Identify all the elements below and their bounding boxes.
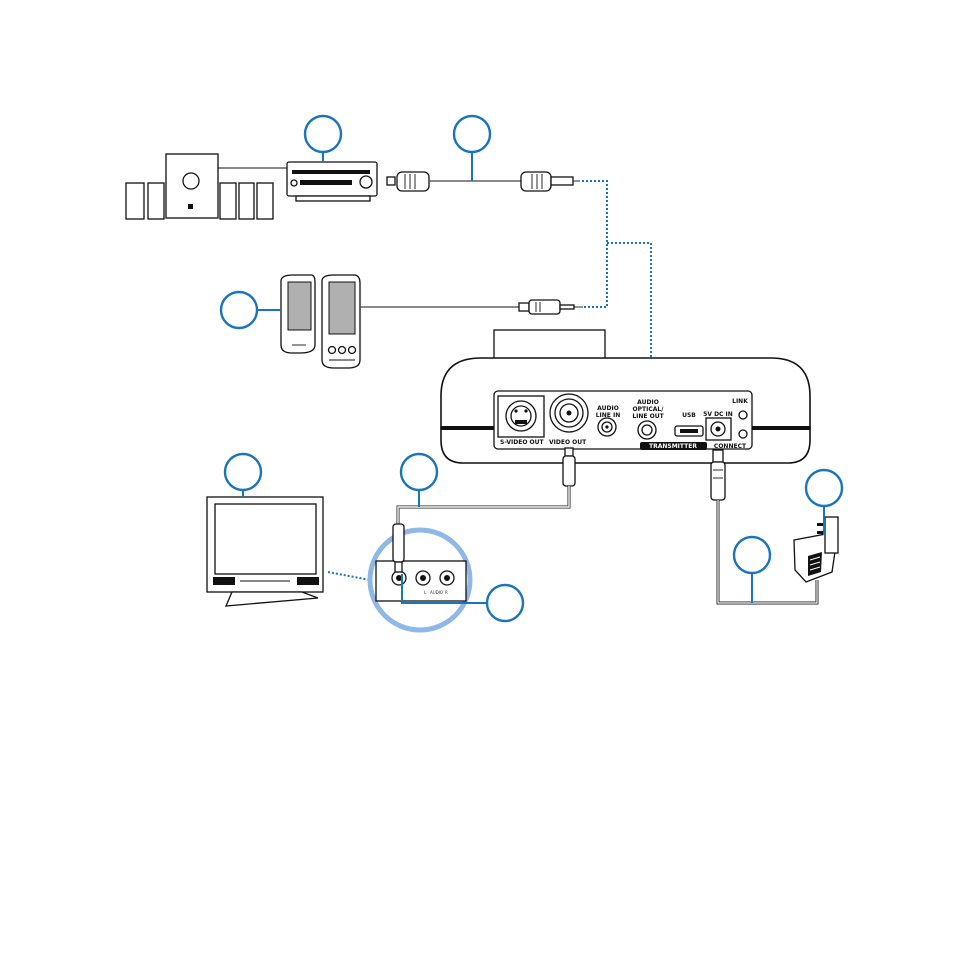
home-theater-system [126,154,377,219]
audio-line-in-label-1: AUDIO [597,405,619,412]
callout-power-adapter [806,470,842,506]
callout-receiver [305,116,341,152]
surround-speaker-left [126,183,164,219]
audio-optical-label-1: AUDIO [637,399,659,406]
callout-optical-cable [454,116,490,152]
video-out-label: VIDEO OUT [549,439,587,446]
jack-label-audio: AUDIO [430,590,443,595]
jack-label-r: R [445,590,448,595]
av-receiver [287,162,377,201]
audio-optical-label-2: OPTICAL/ [633,406,665,413]
subwoofer [166,154,218,218]
connect-label: CONNECT [714,443,747,450]
callout-power-cable [734,537,770,573]
callout-video-input-jack [487,585,523,621]
audio-optical-label-3: LINE OUT [632,413,664,420]
callout-video-cable [401,454,437,490]
callout-television [225,454,261,490]
transmitter-band-label: TRANSMITTER [649,443,697,450]
transmitter-unit [441,330,810,463]
stereo-mini-cable [360,300,583,314]
audio-line-in-label-2: LINE IN [596,412,621,419]
television [207,497,323,606]
tv-input-panel-zoom: L AUDIO R [370,530,470,630]
link-label: LINK [732,398,748,405]
surround-speaker-right [220,183,273,219]
callout-powered-speakers [221,292,257,328]
optical-cable [387,172,580,191]
powered-speakers [281,275,360,368]
s-video-out-label: S-VIDEO OUT [500,439,544,446]
dc-in-label: 5V DC IN [703,411,733,418]
usb-label: USB [682,412,696,419]
